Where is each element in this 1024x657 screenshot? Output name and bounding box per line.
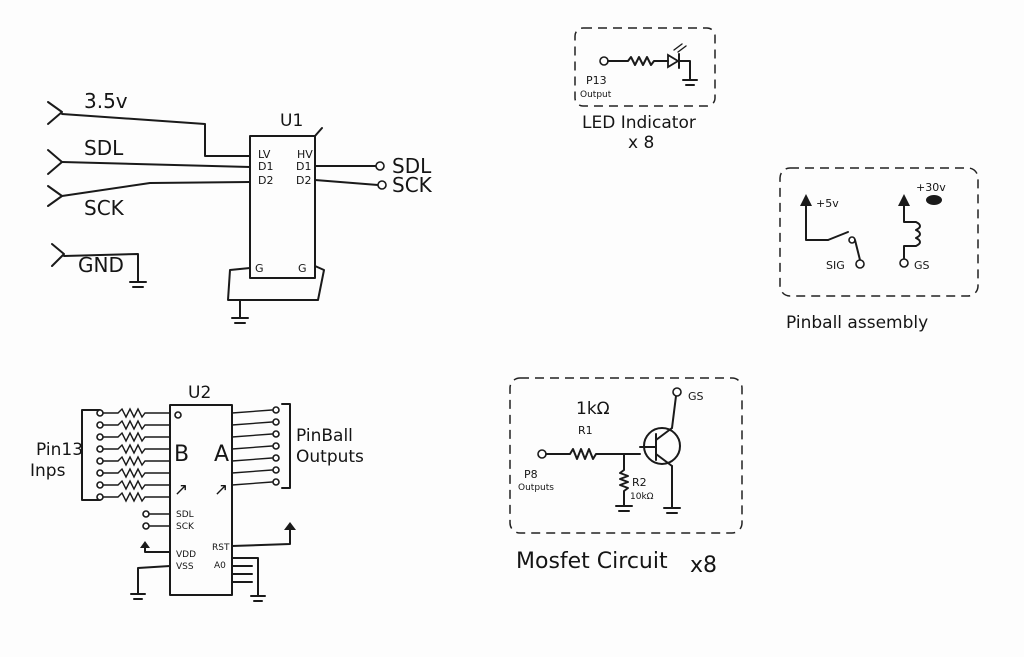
mosfet-pin-label: P8	[524, 468, 538, 481]
u1-output-label-sck: SCK	[392, 173, 433, 197]
u2-pin-a0: A0	[214, 561, 226, 571]
supply-5v-arrow	[800, 194, 812, 206]
u1-pin-d2-right: D2	[296, 174, 311, 187]
r2-value: 10kΩ	[630, 492, 654, 502]
led-pin-terminal	[599, 56, 609, 66]
u2-pin-vss: VSS	[176, 562, 194, 572]
u1-input-label-sdl: SDL	[84, 136, 124, 160]
led-indicator-block: P13 Output LED Indicator x 8	[574, 27, 716, 153]
u1-input-arrows	[47, 101, 65, 267]
mosfet-pin-sublabel: Outputs	[518, 483, 554, 493]
supply-5v-label: +5v	[816, 197, 839, 210]
u2-pin-vdd: VDD	[176, 550, 196, 560]
r1-name: R1	[578, 424, 593, 437]
u1-pin-d1-left: D1	[258, 160, 273, 173]
mosfet-gs-label: GS	[688, 390, 704, 403]
u1-pin-d2-left: D2	[258, 174, 273, 187]
u2-pin-sdl: SDL	[176, 510, 194, 520]
wire-sdl-in	[61, 161, 251, 168]
u2-ref: U2	[188, 383, 211, 403]
pinball-assembly-block: +5v SIG +30v GS Pinball assembly	[779, 167, 979, 333]
u2-input-label-line1: Pin13	[36, 440, 83, 460]
led-resistor	[607, 56, 669, 66]
u2-input-resistors	[81, 407, 171, 503]
u1-ref: U1	[280, 111, 303, 131]
u2-output-label-line2: Outputs	[296, 447, 364, 467]
wire-sck-out	[314, 179, 379, 186]
pinball-dashed-frame	[779, 167, 979, 297]
mosfet-dashed-frame	[509, 377, 743, 534]
u1-pin-d1-right: D1	[296, 160, 311, 173]
svg-text:↗: ↗	[174, 480, 188, 500]
mosfet-gs-terminal	[672, 387, 682, 397]
supply-30v-label: +30v	[916, 181, 946, 194]
led-dashed-frame	[574, 27, 716, 107]
mosfet-caption: Mosfet Circuit	[516, 549, 668, 574]
u2-sdl-terminal	[142, 510, 150, 518]
u1-ground-loop	[227, 265, 325, 301]
u1-input-label-sck: SCK	[84, 196, 125, 220]
sig-label: SIG	[826, 259, 845, 272]
solenoid-coil	[903, 205, 921, 259]
u2-pin-rst: RST	[212, 543, 230, 553]
r1-resistor	[545, 448, 641, 460]
u1-pin-lv: LV	[258, 148, 271, 161]
led-pin-label: P13	[586, 74, 607, 87]
mosfet-circuit-block: 1kΩ R1 P8 Outputs GS R2 10kΩ Mosfet Circ…	[509, 377, 743, 578]
gs-label: GS	[914, 259, 930, 272]
u2-body	[169, 404, 233, 596]
u1-sdl-terminal	[375, 161, 385, 171]
scribble-mark	[926, 195, 942, 205]
led-caption: LED Indicator	[582, 113, 696, 133]
led-diode	[667, 53, 680, 69]
u1-pin-hv: HV	[297, 148, 313, 161]
led-pin-sublabel: Output	[580, 90, 612, 100]
u1-input-label-gnd: GND	[78, 253, 124, 277]
gs-terminal	[899, 258, 909, 268]
u1-body	[249, 135, 316, 279]
sig-terminal	[855, 259, 865, 269]
u2-vdd-arrow	[140, 541, 150, 548]
u2-rst-arrow	[284, 522, 296, 530]
mosfet-multiplier: x8	[690, 553, 717, 578]
u1-input-label-3v5: 3.5v	[84, 89, 128, 113]
u2-pin-sck: SCK	[176, 522, 195, 532]
u2-input-label-line2: Inps	[30, 461, 66, 481]
gnd-symbol	[129, 281, 147, 288]
led-multiplier: x 8	[628, 133, 654, 153]
r2-name: R2	[632, 476, 647, 489]
mosfet-pin-terminal	[537, 449, 547, 459]
pinball-caption: Pinball assembly	[786, 313, 928, 333]
u2-output-label-line1: PinBall	[296, 426, 353, 446]
wire-gnd-in	[63, 253, 139, 283]
u1-sck-terminal	[377, 180, 387, 190]
switch-lever	[827, 231, 849, 241]
r2-resistor	[619, 453, 629, 507]
u1-pin-g-right: G	[298, 262, 307, 275]
switch-wire	[805, 205, 829, 241]
wire-sck-in	[61, 181, 251, 197]
svg-text:↗: ↗	[214, 480, 228, 500]
r1-value: 1kΩ	[576, 399, 610, 419]
u2-port-a: A	[214, 442, 229, 467]
u2-sck-terminal	[142, 522, 150, 530]
u2-io-expander: U2 B A ↗ ↗ Pin13 Inps	[30, 383, 364, 602]
wire-3v5	[61, 113, 251, 157]
u2-output-lines	[231, 403, 291, 489]
u2-pin1-mark	[174, 411, 182, 419]
u1-output-label-sdl: SDL	[392, 154, 432, 178]
supply-30v-arrow	[898, 194, 910, 206]
u2-port-b: B	[174, 442, 189, 467]
u1-level-shifter: 3.5v SDL SCK GND U1 LV D1 D2 HV D1 D2 G …	[47, 89, 433, 324]
u1-pin-g-left: G	[255, 262, 264, 275]
